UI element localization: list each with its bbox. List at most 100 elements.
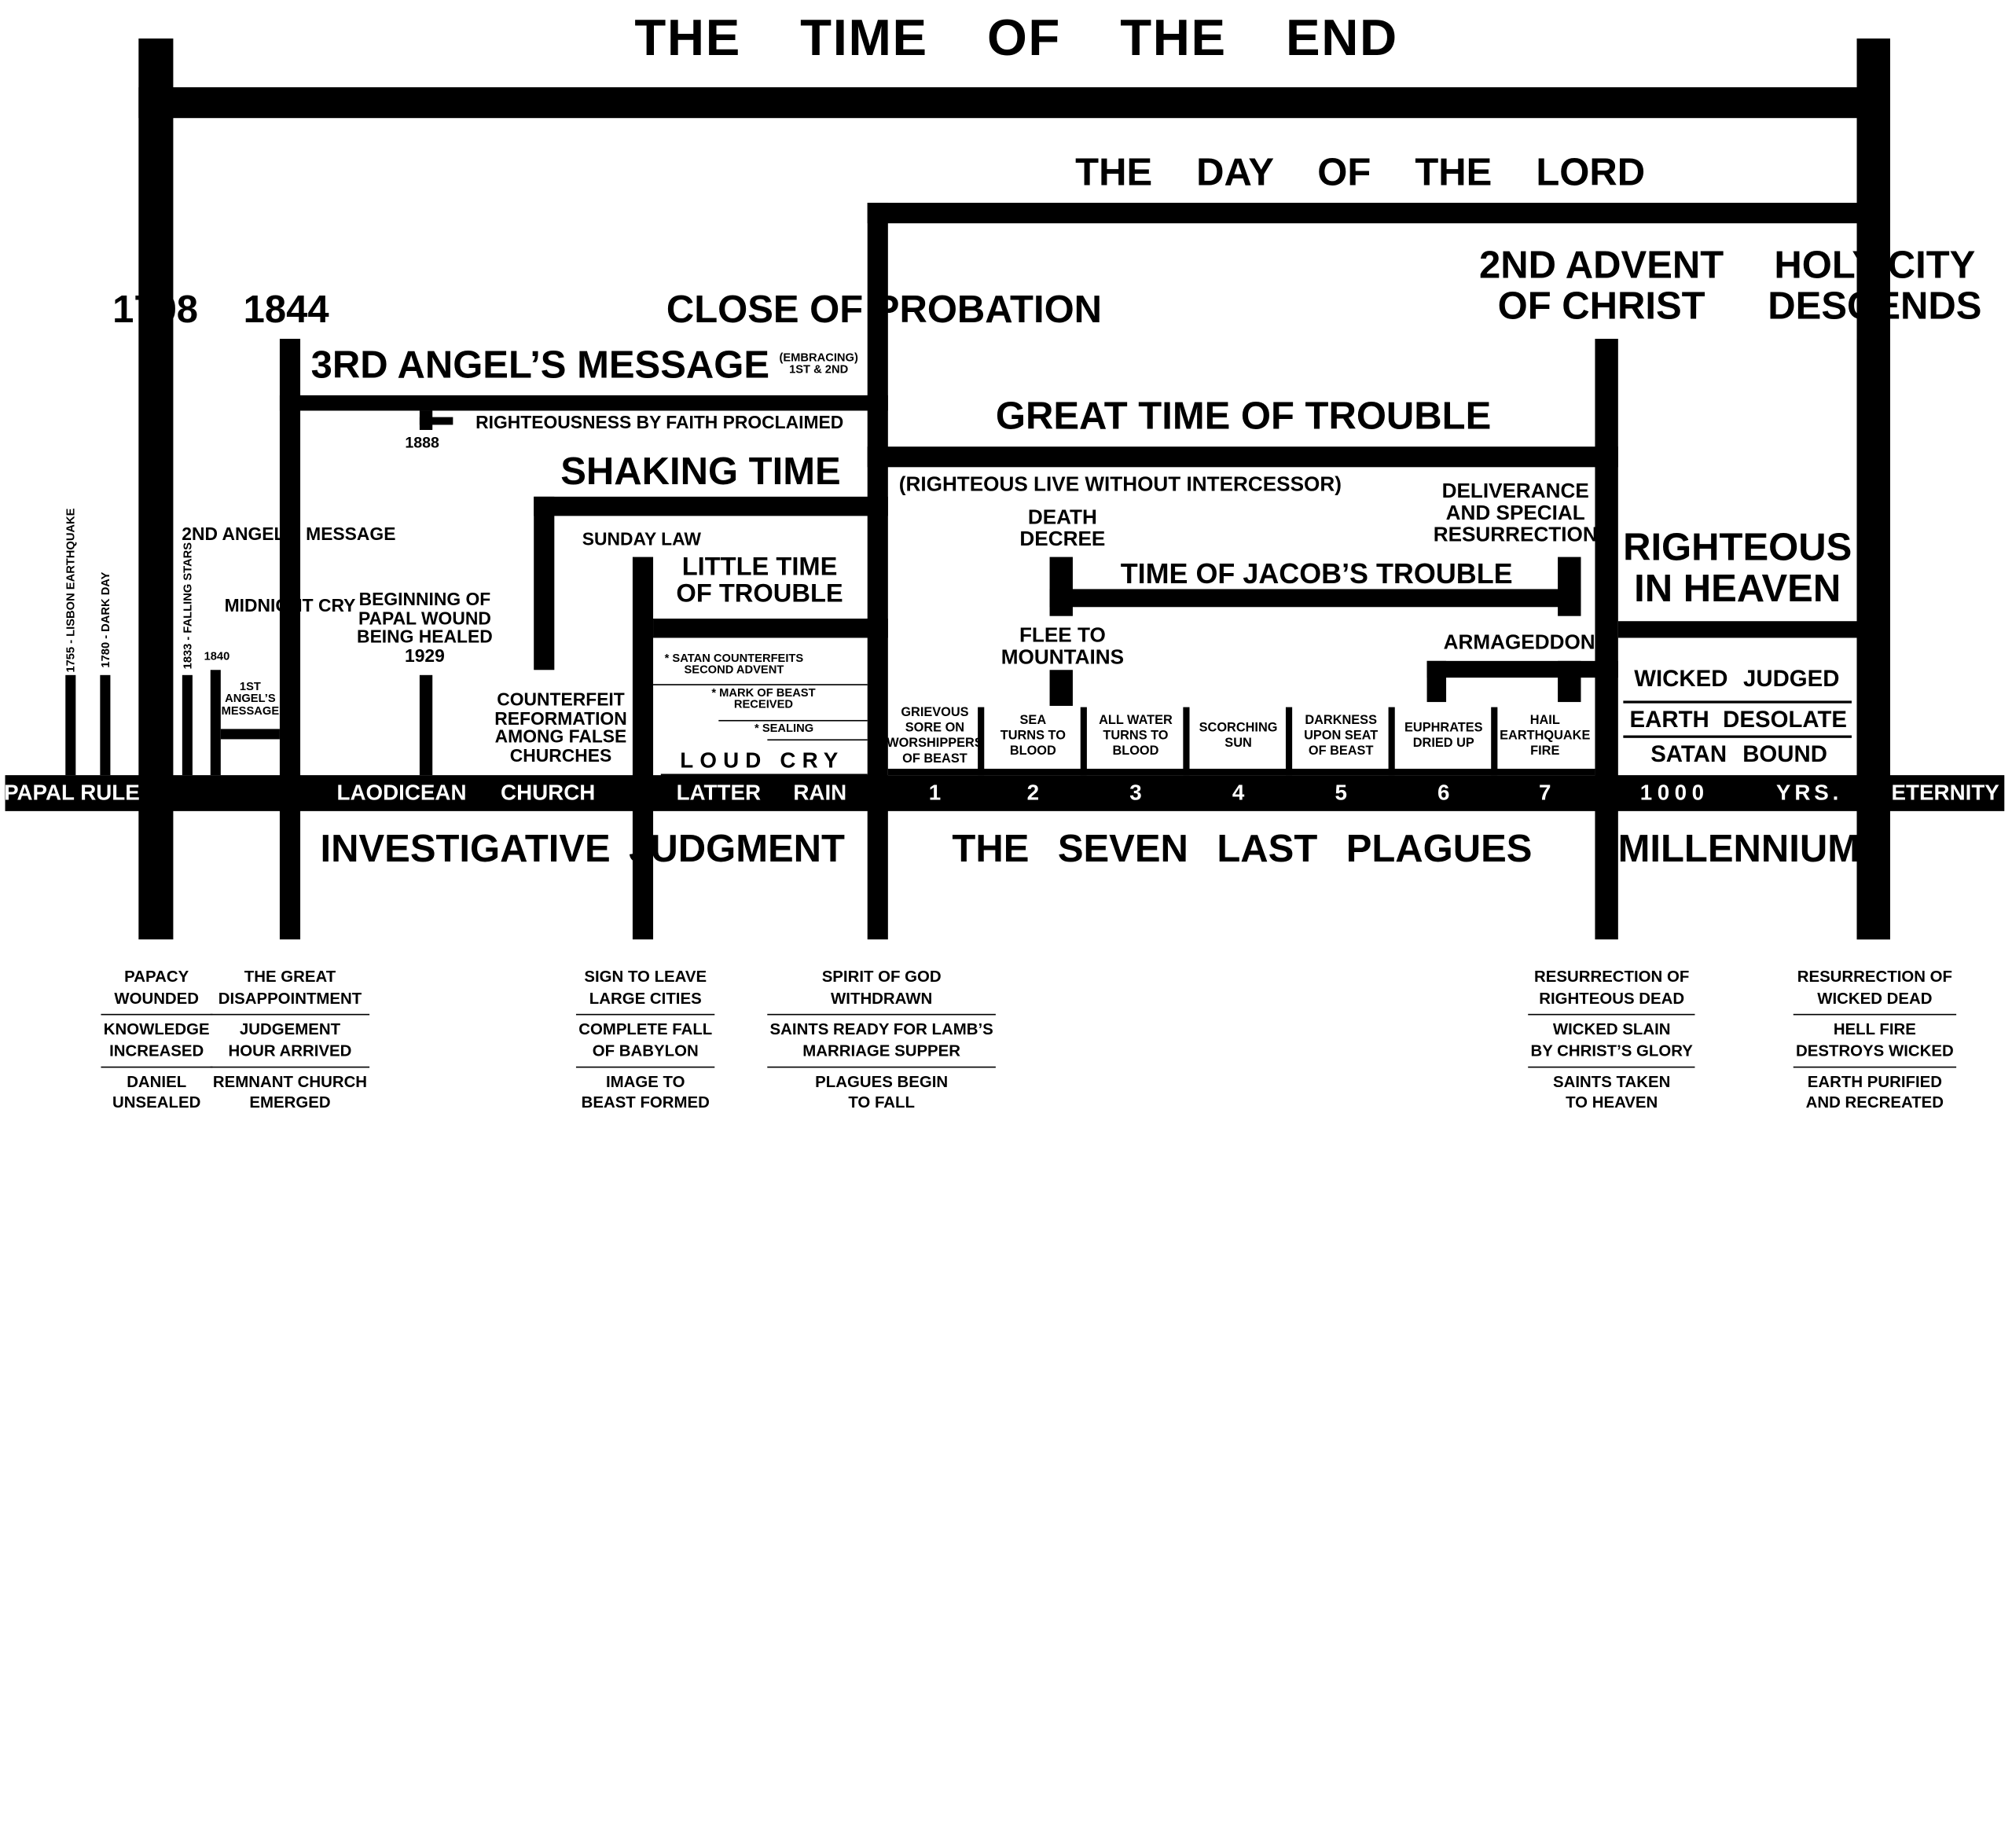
plague-number: 4 bbox=[1232, 780, 1245, 805]
bottom-event-item: SPIRIT OF GOD WITHDRAWN bbox=[767, 963, 997, 1016]
bottom-event-item: RESURRECTION OF RIGHTEOUS DEAD bbox=[1528, 963, 1696, 1016]
plague-divider bbox=[1388, 707, 1395, 776]
jacobs-trouble-label: TIME OF JACOB’S TROUBLE bbox=[1120, 557, 1513, 590]
marker-1888-tick bbox=[419, 417, 453, 425]
little-time-bar bbox=[653, 618, 888, 638]
loud-cry-rule-3 bbox=[767, 739, 868, 741]
plague-description: HAIL EARTHQUAKE FIRE bbox=[1500, 713, 1591, 759]
plague-divider bbox=[1183, 707, 1190, 776]
pillar-holy-city bbox=[1856, 339, 1890, 940]
pillar-close-of-probation bbox=[867, 202, 888, 940]
plague-divider bbox=[978, 707, 985, 776]
sign-marker-dark-day bbox=[100, 674, 111, 776]
pillar-1798 bbox=[138, 38, 174, 940]
deliverance-label: DELIVERANCE AND SPECIAL RESURRECTION bbox=[1433, 480, 1598, 546]
bar-yrs: YRS. bbox=[1775, 780, 1843, 805]
satan-counterfeits-label: * SATAN COUNTERFEITS SECOND ADVENT bbox=[664, 651, 804, 677]
plague-description: ALL WATER TURNS TO BLOOD bbox=[1099, 713, 1173, 759]
title-holy-city: HOLY CITY DESCENDS bbox=[1768, 244, 1982, 328]
title-close-of-probation: CLOSE OF PROBATION bbox=[666, 288, 1103, 332]
loud-cry-rule-1 bbox=[653, 684, 868, 685]
loud-cry-rule-2 bbox=[718, 719, 868, 722]
counterfeit-label: COUNTERFEIT REFORMATION AMONG FALSE CHUR… bbox=[494, 689, 627, 766]
millennium-divider-2 bbox=[1623, 735, 1852, 738]
plague-baseline bbox=[887, 768, 1595, 776]
bar-papal-rule: PAPAL RULE bbox=[4, 780, 140, 805]
bottom-event-item: COMPLETE FALL OF BABYLON bbox=[575, 1015, 715, 1067]
third-angel-label: 3RD ANGEL’S MESSAGE bbox=[310, 344, 770, 387]
pillar-1844 bbox=[279, 339, 301, 940]
year-1840: 1840 bbox=[204, 649, 230, 663]
death-decree-label: DEATH DECREE bbox=[1019, 507, 1106, 551]
dark-day-label: 1780 - DARK DAY bbox=[98, 571, 112, 668]
pillar-second-advent bbox=[1595, 339, 1618, 940]
bottom-event-item: SIGN TO LEAVE LARGE CITIES bbox=[575, 963, 715, 1016]
bottom-event-item: SAINTS TAKEN TO HEAVEN bbox=[1553, 1072, 1671, 1112]
lisbon-label: 1755 - LISBON EARTHQUAKE bbox=[64, 508, 77, 673]
papal-wound-pillar bbox=[419, 674, 433, 776]
second-angel-label: 2ND ANGEL’S MESSAGE bbox=[182, 523, 396, 544]
title-second-advent: 2ND ADVENT OF CHRIST bbox=[1479, 244, 1724, 328]
loud-cry-label: LOUD CRY bbox=[680, 748, 845, 773]
jacobs-right-post bbox=[1558, 557, 1581, 616]
counterfeit-pillar bbox=[534, 496, 555, 670]
sunday-law-label: SUNDAY LAW bbox=[582, 528, 701, 549]
great-trouble-bar bbox=[867, 446, 1618, 468]
righteous-heaven-bar bbox=[1617, 621, 1857, 638]
year-1798: 1798 bbox=[112, 288, 199, 332]
sunday-law-pillar bbox=[632, 557, 654, 940]
earth-label: EARTH bbox=[1629, 706, 1709, 733]
period-seven-last-plagues: THE SEVEN LAST PLAGUES bbox=[952, 828, 1533, 871]
plague-description: DARKNESS UPON SEAT OF BEAST bbox=[1304, 713, 1379, 759]
bottom-event-item: RESURRECTION OF WICKED DEAD bbox=[1793, 963, 1956, 1016]
armageddon-left-post bbox=[1426, 660, 1447, 703]
wicked-label: WICKED bbox=[1634, 665, 1728, 692]
period-millennium: MILLENNIUM bbox=[1617, 828, 1860, 871]
loud-cry-underline bbox=[660, 773, 868, 777]
falling-stars-label: 1833 - FALLING STARS bbox=[181, 542, 194, 670]
papal-wound-label: BEGINNING OF PAPAL WOUND BEING HEALED 19… bbox=[357, 588, 493, 666]
bar-rain: RAIN bbox=[793, 780, 847, 805]
bar-laodicean: LAODICEAN bbox=[336, 780, 467, 805]
year-1844: 1844 bbox=[243, 288, 329, 332]
armageddon-label: ARMAGEDDON bbox=[1443, 632, 1595, 655]
bottom-event-item: PAPACY WOUNDED bbox=[101, 963, 212, 1016]
righteousness-label: RIGHTEOUSNESS BY FAITH PROCLAIMED bbox=[475, 411, 844, 432]
bound-label: BOUND bbox=[1742, 740, 1827, 767]
bottom-event-item: EARTH PURIFIED AND RECREATED bbox=[1805, 1072, 1944, 1112]
plague-divider bbox=[1491, 707, 1498, 776]
armageddon-right-post bbox=[1558, 660, 1581, 703]
armageddon-bar bbox=[1426, 660, 1618, 678]
title-time-of-end: THE TIME OF THE END bbox=[634, 10, 1398, 67]
main-timeline-bar bbox=[5, 775, 2005, 811]
satan-label: SATAN bbox=[1650, 740, 1727, 767]
bar-latter: LATTER bbox=[676, 780, 762, 805]
third-angel-bar bbox=[279, 395, 888, 411]
righteous-heaven-label: RIGHTEOUS IN HEAVEN bbox=[1623, 527, 1852, 610]
sealing-label: * SEALING bbox=[754, 722, 814, 735]
flee-label: FLEE TO MOUNTAINS bbox=[1000, 625, 1125, 669]
shaking-time-bar bbox=[534, 496, 888, 516]
plague-description: EUPHRATES DRIED UP bbox=[1404, 721, 1483, 751]
bottom-event-item: JUDGEMENT HOUR ARRIVED bbox=[210, 1015, 370, 1067]
great-trouble-label: GREAT TIME OF TROUBLE bbox=[995, 395, 1492, 439]
jacobs-left-post bbox=[1049, 557, 1073, 616]
bar-church: CHURCH bbox=[501, 780, 596, 805]
period-investigative-judgment: INVESTIGATIVE JUDGMENT bbox=[320, 828, 845, 871]
bottom-event-item: SAINTS READY FOR LAMB’S MARRIAGE SUPPER bbox=[767, 1015, 997, 1067]
little-time-label: LITTLE TIME OF TROUBLE bbox=[676, 553, 843, 608]
sign-marker-lisbon bbox=[65, 674, 76, 776]
plague-description: GRIEVOUS SORE ON WORSHIPPERS OF BEAST bbox=[887, 705, 983, 766]
first-angel-bar bbox=[220, 729, 280, 740]
bottom-event-item: REMNANT CHURCH EMERGED bbox=[212, 1072, 368, 1112]
judged-label: JUDGED bbox=[1743, 665, 1840, 692]
bottom-event-item: DANIEL UNSEALED bbox=[112, 1072, 201, 1112]
shaking-time-label: SHAKING TIME bbox=[560, 450, 841, 494]
plague-number: 3 bbox=[1129, 780, 1142, 805]
